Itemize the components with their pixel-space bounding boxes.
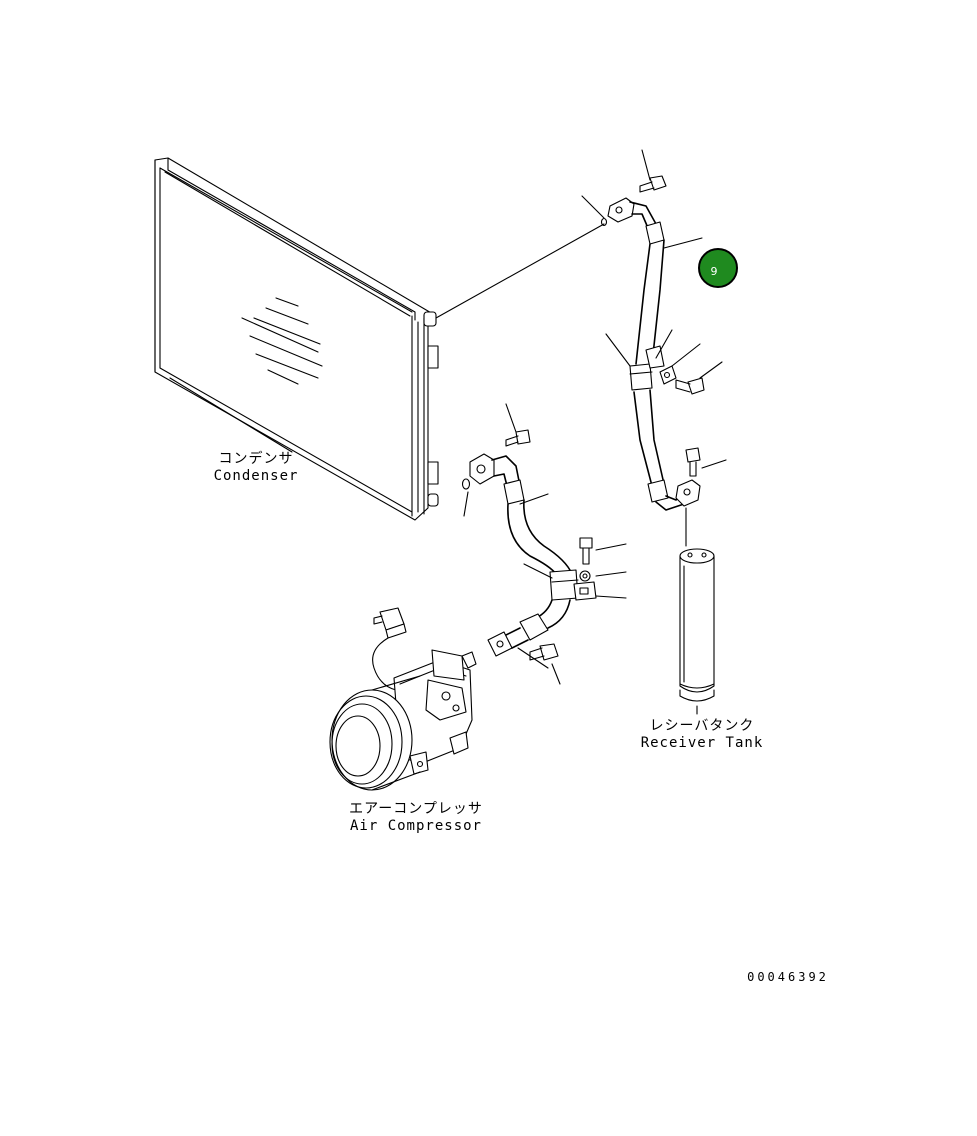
bolt-receiver-fitting [685,447,701,477]
receiver-en-label: Receiver Tank [641,735,764,751]
hose-compressor-to-condenser [463,403,627,685]
bolt-clamp-upper [675,377,705,395]
hose-condenser-to-receiver [581,149,727,511]
condenser-en-label: Condenser [214,468,299,484]
callout-9-number: 9 [711,265,718,278]
washer-clamp-upper [659,365,677,385]
bolt-compressor-fitting [529,643,559,661]
compressor-jp-label: エアーコンプレッサ [349,801,483,817]
washer-clamp-lower [579,570,591,582]
receiver-jp-label: レシーバタンク [650,718,755,734]
air-compressor [329,607,477,791]
leader-condenser-to-hose [435,223,605,319]
label-condenser: コンデンサ Condenser [214,450,299,484]
bolt-lower-fitting [505,429,531,447]
bolt-upper-fitting [639,175,667,193]
callout-9[interactable]: 9 [698,248,738,288]
o-ring-upper [600,217,608,227]
o-ring-lower [461,478,471,490]
receiver-tank [679,507,715,715]
compressor-en-label: Air Compressor [350,818,482,834]
document-number: 00046392 [747,970,829,984]
label-air-compressor: エアーコンプレッサ Air Compressor [349,801,483,834]
label-receiver-tank: レシーバタンク Receiver Tank [641,718,764,751]
condenser-jp-label: コンデンサ [219,450,294,467]
condenser [154,157,439,521]
bolt-clamp-lower [579,537,593,565]
